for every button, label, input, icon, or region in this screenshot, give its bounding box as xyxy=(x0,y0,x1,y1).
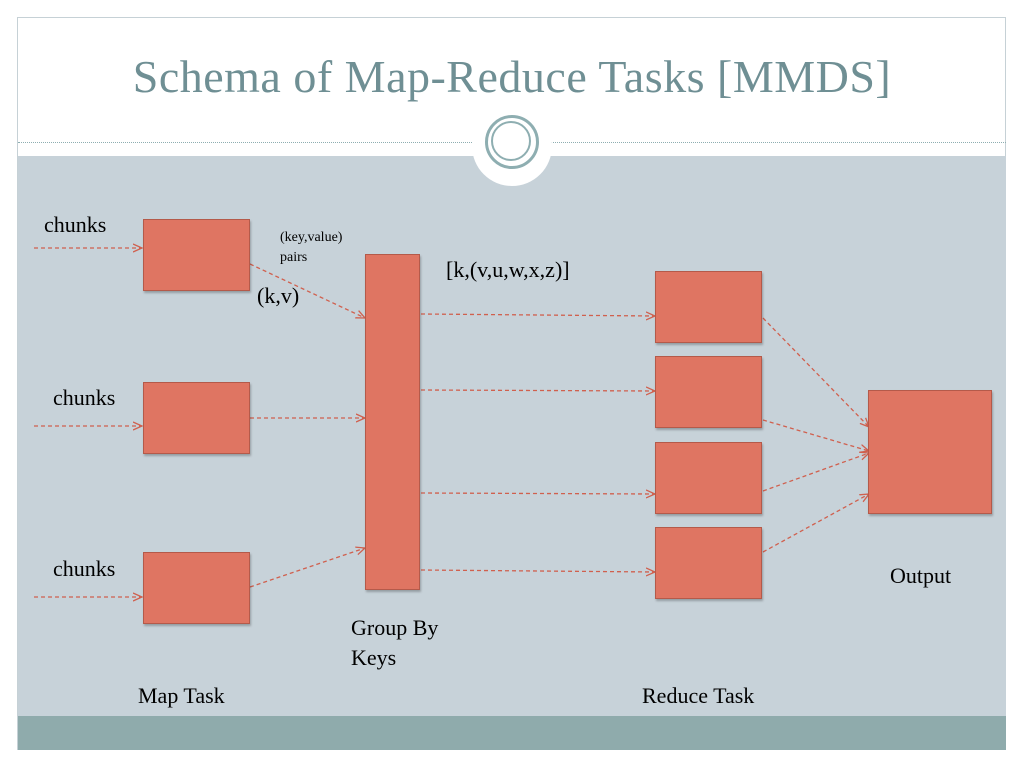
edge-map-3-group-by xyxy=(249,548,365,588)
footer-bar xyxy=(18,716,1006,750)
reduce-task-box-3 xyxy=(655,442,762,514)
reduce-task-box-1 xyxy=(655,271,762,343)
edge-reduce-4-output xyxy=(762,494,869,553)
slide-title: Schema of Map-Reduce Tasks [MMDS] xyxy=(132,51,892,102)
chunks-label-1: chunks xyxy=(44,212,107,237)
kv-pairs-label-line1: (key,value) xyxy=(280,230,343,245)
edge-group-by-reduce-4 xyxy=(420,570,655,572)
output-label: Output xyxy=(890,563,952,588)
map-task-label: Map Task xyxy=(138,683,225,708)
map-task-box-3 xyxy=(143,552,250,624)
chunks-label-2: chunks xyxy=(53,385,116,410)
map-task-box-1 xyxy=(143,219,250,291)
group-by-label-line2: Keys xyxy=(351,645,397,670)
grouped-values-label: [k,(v,u,w,x,z)] xyxy=(446,257,570,282)
reduce-task-label: Reduce Task xyxy=(642,683,755,708)
edge-group-by-reduce-3 xyxy=(420,493,655,494)
edge-reduce-1-output xyxy=(762,317,869,427)
edge-group-by-reduce-1 xyxy=(420,314,655,316)
reduce-task-box-4 xyxy=(655,527,762,599)
kv-pairs-label-line2: pairs xyxy=(280,250,308,265)
map-task-box-2 xyxy=(143,382,250,454)
edge-group-by-reduce-2 xyxy=(420,390,655,391)
edge-reduce-2-output xyxy=(762,419,869,451)
group-by-label-line1: Group By xyxy=(351,615,439,640)
group-by-box xyxy=(365,254,420,590)
chunks-label-3: chunks xyxy=(53,556,116,581)
edge-reduce-3-output xyxy=(762,453,869,492)
edge-map-1-group-by xyxy=(249,263,365,318)
circle-ornament-icon xyxy=(485,115,539,169)
output-box xyxy=(868,390,992,514)
kv-label: (k,v) xyxy=(257,283,300,308)
reduce-task-box-2 xyxy=(655,356,762,428)
